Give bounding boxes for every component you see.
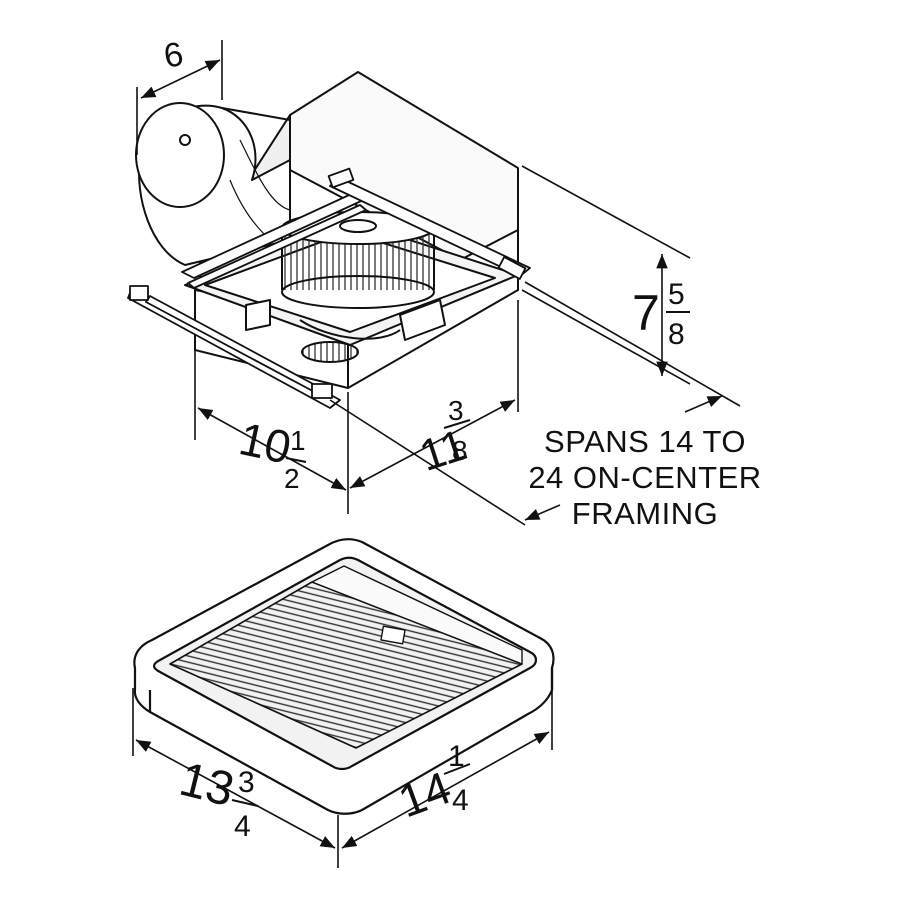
duct-opening (135, 102, 225, 208)
framing-span-note: SPANS 14 TO 24 ON-CENTER FRAMING (500, 424, 790, 532)
grille-width-den: 4 (234, 810, 251, 843)
grille-width-whole: 13 (174, 753, 239, 817)
housing-height-num: 5 (668, 278, 685, 311)
framing-note-line-1: SPANS 14 TO (544, 424, 746, 459)
housing-height-whole: 7 (632, 285, 660, 341)
housing-height-dimension (521, 165, 691, 385)
grille-depth-num: 1 (448, 740, 465, 773)
housing-width-den: 2 (284, 463, 300, 494)
grille-sensor (380, 625, 406, 645)
fan-housing (127, 71, 531, 409)
housing-depth-num: 3 (448, 395, 464, 426)
housing-width-num: 1 (290, 425, 306, 456)
blower-wheel (281, 211, 435, 363)
framing-note-line-2: 24 ON-CENTER (528, 460, 762, 495)
duct-collar (135, 102, 291, 266)
grille-depth-dimension (341, 675, 553, 849)
duct-diameter-label: 6 (161, 35, 186, 76)
framing-span-dimension (329, 281, 741, 526)
framing-note-line-3: FRAMING (571, 496, 719, 531)
housing-width-whole: 10 (235, 412, 296, 474)
grille-depth-den: 4 (452, 784, 469, 817)
grille-width-dimension (132, 688, 339, 868)
mounting-rails (127, 167, 531, 409)
duct-diameter-dimension (136, 40, 223, 155)
housing-depth-den: 8 (452, 435, 468, 466)
housing-height-den: 8 (668, 318, 685, 351)
housing-depth-dimension (349, 300, 519, 489)
grille-width-num: 3 (238, 766, 255, 799)
